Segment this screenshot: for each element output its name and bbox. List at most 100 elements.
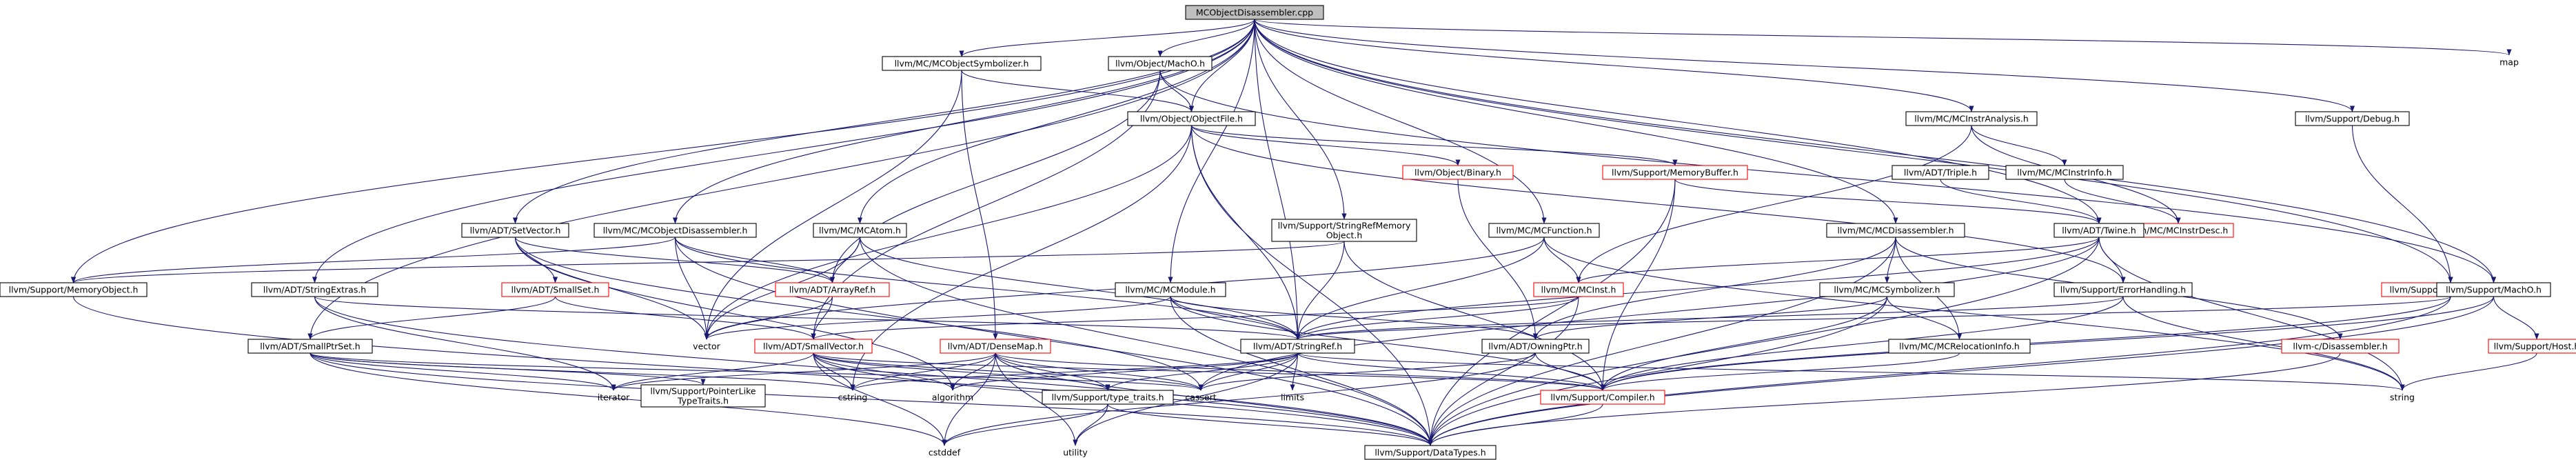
edge-macho_sup-to-host [2493, 296, 2539, 340]
node-smallptrset[interactable]: llvm/ADT/SmallPtrSet.h [247, 339, 373, 354]
node-root[interactable]: MCObjectDisassembler.cpp [1185, 5, 1324, 20]
node-relocinfo-label: llvm/MC/MCRelocationInfo.h [1899, 341, 2020, 352]
node-arrayref[interactable]: llvm/ADT/ArrayRef.h [775, 282, 890, 297]
node-mcinst[interactable]: llvm/MC/MCInst.h [1533, 282, 1624, 297]
node-cstddef: cstddef [929, 448, 961, 458]
node-objdis[interactable]: llvm/MC/MCObjectDisassembler.h [594, 223, 757, 238]
edge-root-to-macho_sup [1254, 19, 2497, 283]
node-macho_sup-label: llvm/Support/MachO.h [2446, 285, 2542, 295]
node-sym-label: llvm/MC/MCObjectSymbolizer.h [895, 59, 1029, 69]
edge-mcsymbolizer-to-compiler [1600, 296, 1888, 391]
node-owningptr[interactable]: llvm/ADT/OwningPtr.h [1481, 339, 1590, 354]
header-nodes: MCObjectDisassembler.cpp llvm/MC/MCObject… [0, 5, 2576, 460]
node-func[interactable]: llvm/MC/MCFunction.h [1488, 223, 1600, 238]
node-func-label: llvm/MC/MCFunction.h [1496, 226, 1592, 236]
node-relocinfo[interactable]: llvm/MC/MCRelocationInfo.h [1888, 339, 2031, 354]
node-twine[interactable]: llvm/ADT/Twine.h [2053, 223, 2144, 238]
node-debug[interactable]: llvm/Support/Debug.h [2295, 111, 2410, 126]
edge-mcinst-to-datatypes [1428, 296, 1579, 446]
edge-stringref-to-typetraits [1105, 352, 1299, 391]
node-memobj-box [0, 282, 148, 297]
node-cdisasm[interactable]: llvm-c/Disassembler.h [2281, 339, 2400, 354]
node-disasm[interactable]: llvm/MC/MCDisassembler.h [1826, 223, 1965, 238]
edge-smallvector-to-cstddef [813, 352, 947, 446]
node-host[interactable]: llvm/Support/Host.h [2488, 339, 2576, 354]
edge-setvector-to-cassert [514, 237, 1204, 391]
node-vector-label: vector [693, 341, 721, 352]
node-instrinfo-label: llvm/MC/MCInstrInfo.h [2017, 168, 2111, 178]
node-densemap-label: llvm/ADT/DenseMap.h [948, 341, 1043, 352]
node-srmo-label: llvm/Support/StringRefMemory [1278, 221, 1411, 231]
node-utility: utility [1063, 448, 1088, 458]
node-instranal[interactable]: llvm/MC/MCInstrAnalysis.h [1905, 111, 2038, 126]
node-datatypes-label: llvm/Support/DataTypes.h [1375, 448, 1485, 458]
node-typetraits[interactable]: llvm/Support/type_traits.h [1042, 390, 1174, 405]
edge-strextras-to-iterator [314, 296, 616, 391]
edge-mcmodule-to-datatypes [1170, 296, 1433, 446]
node-srmo-label: Object.h [1326, 230, 1363, 241]
node-objfile[interactable]: llvm/Object/ObjectFile.h [1127, 111, 1256, 126]
edge-owningptr-to-compiler [1534, 352, 1605, 391]
node-twine-box [2053, 223, 2144, 238]
node-strextras-label: llvm/ADT/StringExtras.h [263, 285, 366, 295]
node-host-box [2488, 339, 2576, 354]
edge-mcmodule-to-vector [704, 296, 1171, 340]
edge-disasm-to-owningptr [1532, 237, 1896, 340]
node-iterator-label: iterator [598, 392, 630, 403]
edge-errhandling-to-stringref [1295, 296, 2124, 340]
node-memobj[interactable]: llvm/Support/MemoryObject.h [0, 282, 148, 297]
node-instrinfo[interactable]: llvm/MC/MCInstrInfo.h [2005, 165, 2124, 180]
node-mcsymbolizer-box [1819, 282, 1955, 297]
edge-macho_obj-to-objfile [1159, 70, 1195, 112]
node-instrdesc[interactable]: llvm/MC/MCInstrDesc.h [2122, 223, 2234, 238]
node-mcmodule[interactable]: llvm/MC/MCModule.h [1115, 282, 1226, 297]
node-strextras[interactable]: llvm/ADT/StringExtras.h [251, 282, 378, 297]
edge-root-to-mcmodule [1168, 19, 1255, 283]
edge-atom-to-stringref [859, 237, 1301, 340]
node-macho_obj[interactable]: llvm/Object/MachO.h [1108, 56, 1213, 71]
edge-root-to-func [1254, 19, 1547, 224]
node-errhandling[interactable]: llvm/Support/ErrorHandling.h [2053, 282, 2193, 297]
node-densemap[interactable]: llvm/ADT/DenseMap.h [940, 339, 1051, 354]
node-srmo-box [1271, 219, 1417, 242]
node-macho_obj-label: llvm/Object/MachO.h [1115, 59, 1205, 69]
node-atom[interactable]: llvm/MC/MCAtom.h [813, 223, 907, 238]
node-sym[interactable]: llvm/MC/MCObjectSymbolizer.h [882, 56, 1042, 71]
edge-root-to-map [1254, 19, 2511, 56]
edge-sym-to-objfile [961, 70, 1194, 112]
edge-disasm-to-mcsymbolizer [1884, 237, 1896, 283]
node-func-box [1488, 223, 1600, 238]
node-membuf[interactable]: llvm/Support/MemoryBuffer.h [1602, 165, 1748, 180]
node-triple[interactable]: llvm/ADT/Triple.h [1892, 165, 1989, 180]
node-debug-label: llvm/Support/Debug.h [2305, 114, 2400, 124]
node-smallset[interactable]: llvm/ADT/SmallSet.h [501, 282, 609, 297]
node-ptrtraits-label: llvm/Support/PointerLike [650, 386, 755, 397]
edge-smallvector-to-cassert [813, 352, 1204, 391]
node-errhandling-label: llvm/Support/ErrorHandling.h [2060, 285, 2186, 295]
node-mcinst-box [1533, 282, 1624, 297]
node-map-label: map [2499, 57, 2519, 68]
node-binary[interactable]: llvm/Object/Binary.h [1402, 165, 1514, 180]
node-smallvector[interactable]: llvm/ADT/SmallVector.h [754, 339, 873, 354]
node-stringref[interactable]: llvm/ADT/StringRef.h [1240, 339, 1355, 354]
edge-root-to-atom [857, 19, 1255, 224]
edge-root-to-twine [1254, 19, 2102, 224]
edge-membuf-to-twine [1674, 179, 2102, 224]
edge-objfile-to-membuf [1190, 125, 1678, 166]
node-compiler[interactable]: llvm/Support/Compiler.h [1540, 390, 1665, 405]
node-smallset-label: llvm/ADT/SmallSet.h [511, 285, 600, 295]
node-setvector[interactable]: llvm/ADT/SetVector.h [461, 223, 569, 238]
edge-setvector-to-algorithm [514, 237, 955, 391]
edge-densemap-to-compiler [995, 352, 1605, 391]
edge-mcmodule-to-owningptr [1170, 296, 1538, 340]
node-datatypes[interactable]: llvm/Support/DataTypes.h [1364, 445, 1497, 460]
edge-strextras-to-datatypes [314, 296, 1433, 446]
edge-densemap-to-cassert [995, 352, 1204, 391]
node-macho_sup[interactable]: llvm/Support/MachO.h [2436, 282, 2551, 297]
edge-relocinfo-to-compiler [1600, 352, 1960, 391]
edge-mcmodule-to-compiler [1170, 296, 1605, 391]
node-debug-box [2295, 111, 2410, 126]
node-mcsymbolizer[interactable]: llvm/MC/MCSymbolizer.h [1819, 282, 1955, 297]
